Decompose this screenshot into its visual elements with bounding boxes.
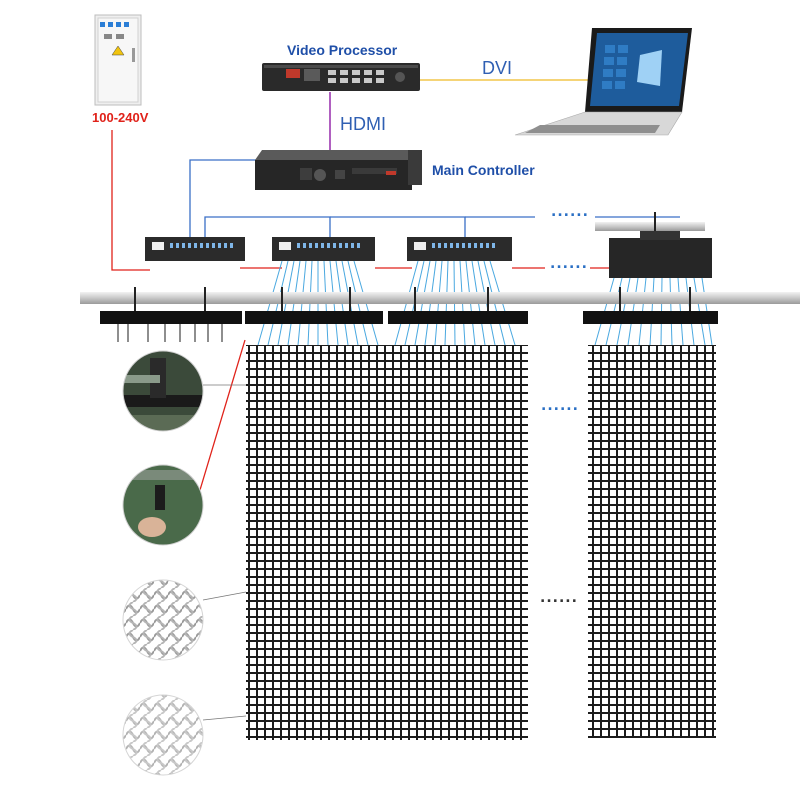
detail-connector-photo: [122, 464, 204, 546]
detail-weave-photo-2: [122, 694, 204, 776]
dvi-label: DVI: [482, 58, 513, 78]
receiver-box-icon: [595, 212, 712, 278]
rack-controller-icon: [255, 150, 422, 190]
hdmi-label: HDMI: [340, 114, 386, 134]
hanging-bars: [100, 311, 718, 324]
receiver-box-3: [407, 237, 512, 261]
video-processor-icon: [262, 63, 420, 91]
power-voltage-label: 100-240V: [92, 110, 149, 125]
led-mesh-panel-2: [588, 345, 716, 738]
network-ellipsis: ......: [551, 204, 589, 220]
network-lines: [189, 159, 680, 238]
receiver-box-2: [272, 237, 375, 261]
electrical-cabinet-icon: [94, 14, 142, 106]
power-ellipsis: ......: [550, 256, 588, 272]
panel-ellipsis-top: ......: [541, 398, 579, 414]
main-controller-label: Main Controller: [432, 162, 535, 178]
led-mesh-panel-1: [246, 345, 528, 740]
detail-bracket-photo: [122, 350, 204, 432]
receiver-box-1: [145, 237, 245, 261]
panel-ellipsis-bottom: ......: [540, 590, 578, 606]
support-pipe: [80, 292, 800, 304]
power-lines: [111, 130, 612, 491]
leader-lines: [202, 384, 247, 721]
bar-clamps: [134, 287, 691, 311]
laptop-icon: [514, 28, 692, 136]
video-processor-label: Video Processor: [287, 42, 398, 58]
detail-weave-photo-1: [122, 579, 204, 661]
loose-connectors: [117, 324, 223, 342]
